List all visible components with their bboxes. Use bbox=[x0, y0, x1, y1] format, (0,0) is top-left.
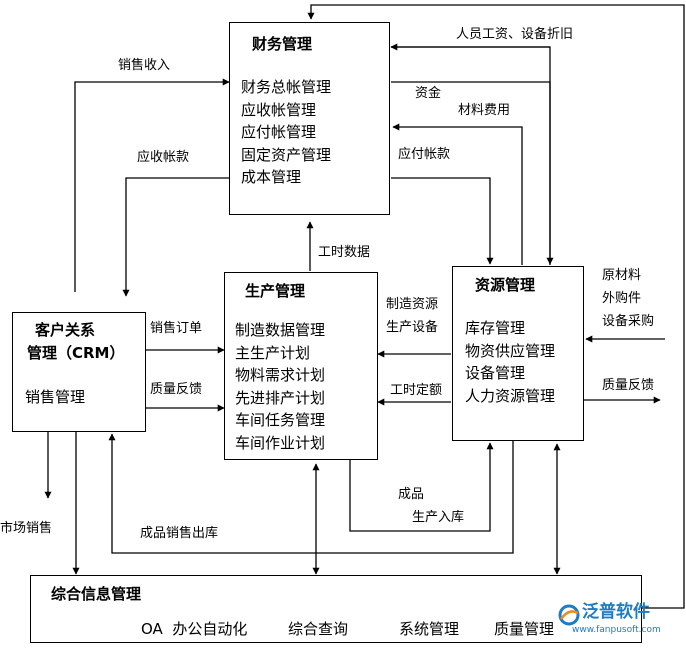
finance-item: 应收帐管理 bbox=[241, 100, 317, 119]
label-capital: 资金 bbox=[415, 86, 442, 101]
brand-logo: 泛普软件 www.fanpusoft.com bbox=[558, 600, 680, 640]
logo-url: www.fanpusoft.com bbox=[572, 625, 661, 635]
finance-item: 应付帐管理 bbox=[241, 123, 317, 141]
label-material-cost: 材料费用 bbox=[458, 103, 511, 118]
edge-payable bbox=[391, 177, 494, 265]
info-item-query: 综合查询 bbox=[288, 620, 349, 638]
production-item: 制造数据管理 bbox=[235, 321, 326, 339]
edge-info-to-finance-loop bbox=[307, 4, 685, 609]
label-product-sales-out: 成品销售出库 bbox=[140, 526, 219, 541]
resource-item: 人力资源管理 bbox=[465, 386, 556, 405]
info-title: 综合信息管理 bbox=[51, 585, 142, 603]
production-items: 制造数据管理 主生产计划 物料需求计划 先进排产计划 车间任务管理 车间作业计划 bbox=[235, 319, 325, 454]
label-quality-feedback-left: 质量反馈 bbox=[150, 382, 203, 397]
label-equipment-purchase: 设备采购 bbox=[602, 314, 655, 329]
resource-items: 库存管理 物资供应管理 设备管理 人力资源管理 bbox=[465, 317, 555, 407]
production-item: 车间作业计划 bbox=[235, 433, 326, 452]
logo-name: 泛普软件 bbox=[582, 602, 650, 622]
edge-finished-goods-in bbox=[349, 442, 494, 532]
production-item: 主生产计划 bbox=[235, 343, 311, 362]
logo-mark-icon bbox=[558, 604, 580, 626]
finance-item: 成本管理 bbox=[241, 168, 302, 186]
label-payable: 应付帐款 bbox=[398, 147, 451, 162]
edge-capital bbox=[391, 81, 554, 265]
resource-title: 资源管理 bbox=[475, 276, 536, 294]
edge-receivable bbox=[122, 177, 229, 297]
edge-material-cost bbox=[392, 123, 523, 265]
finance-title: 财务管理 bbox=[252, 35, 313, 53]
crm-node[interactable]: 客户关系 管理（CRM） 销售管理 bbox=[12, 312, 146, 432]
info-item-quality: 质量管理 bbox=[494, 620, 555, 638]
edge-sales-income bbox=[74, 78, 230, 292]
label-market-sales: 市场销售 bbox=[0, 521, 53, 536]
resource-item: 库存管理 bbox=[465, 319, 526, 337]
label-sales-income: 销售收入 bbox=[118, 58, 171, 73]
production-item: 先进排产计划 bbox=[235, 388, 326, 407]
crm-item: 销售管理 bbox=[25, 388, 86, 406]
production-node[interactable]: 生产管理 制造数据管理 主生产计划 物料需求计划 先进排产计划 车间任务管理 车… bbox=[224, 272, 378, 460]
finance-item: 固定资产管理 bbox=[241, 145, 332, 164]
label-work-quota: 工时定额 bbox=[390, 383, 443, 398]
resource-item: 物资供应管理 bbox=[465, 341, 556, 360]
info-item-system: 系统管理 bbox=[399, 620, 460, 638]
label-quality-feedback-right: 质量反馈 bbox=[602, 378, 655, 393]
info-item-oa: OA 办公自动化 bbox=[141, 620, 248, 638]
crm-title-line1: 客户关系 bbox=[35, 321, 96, 339]
production-title: 生产管理 bbox=[245, 282, 306, 300]
finance-node[interactable]: 财务管理 财务总帐管理 应收帐管理 应付帐管理 固定资产管理 成本管理 bbox=[229, 22, 390, 215]
label-mfg-resource-1: 制造资源 bbox=[386, 297, 439, 312]
finance-items: 财务总帐管理 应收帐管理 应付帐管理 固定资产管理 成本管理 bbox=[241, 76, 331, 189]
production-item: 物料需求计划 bbox=[235, 366, 326, 384]
label-personnel-salary: 人员工资、设备折旧 bbox=[456, 27, 574, 42]
resource-item: 设备管理 bbox=[465, 364, 526, 382]
label-production-in: 生产入库 bbox=[412, 510, 465, 525]
label-raw-material: 原材料 bbox=[602, 268, 642, 283]
label-sales-order: 销售订单 bbox=[150, 321, 203, 336]
finance-item: 财务总帐管理 bbox=[241, 78, 332, 96]
label-receivable: 应收帐款 bbox=[137, 150, 190, 165]
label-mfg-resource-2: 生产设备 bbox=[386, 320, 439, 335]
label-finished-goods: 成品 bbox=[398, 487, 425, 502]
label-outsourcing: 外购件 bbox=[602, 291, 642, 306]
label-work-hours: 工时数据 bbox=[318, 245, 371, 260]
crm-title-line2: 管理（CRM） bbox=[27, 344, 125, 362]
resource-node[interactable]: 资源管理 库存管理 物资供应管理 设备管理 人力资源管理 bbox=[452, 266, 584, 441]
production-item: 车间任务管理 bbox=[235, 411, 326, 429]
info-node[interactable]: 综合信息管理 OA 办公自动化 综合查询 系统管理 质量管理 bbox=[30, 575, 642, 643]
